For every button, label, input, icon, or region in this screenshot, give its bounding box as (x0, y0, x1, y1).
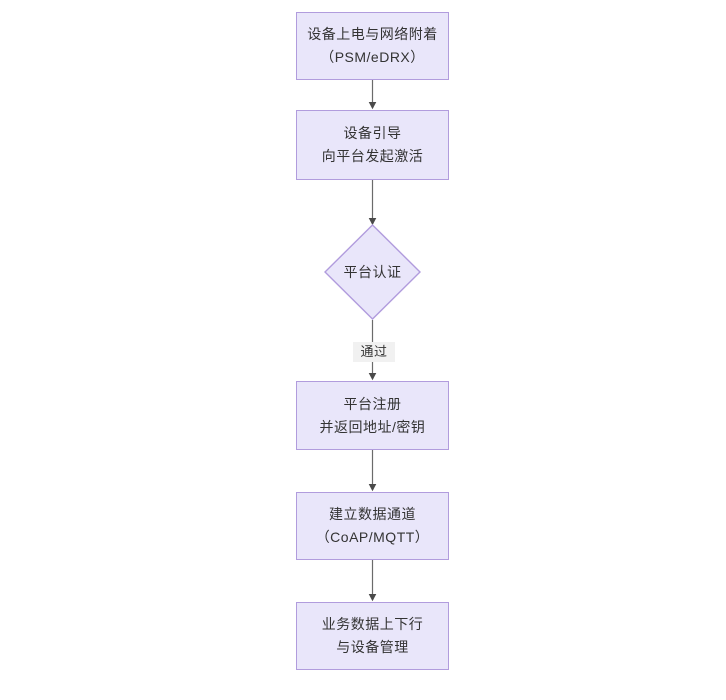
edge-label-pass: 通过 (353, 342, 395, 362)
node-line: 业务数据上下行 (321, 616, 424, 632)
node-line: 设备上电与网络附着 (307, 26, 438, 42)
node-line: 并返回地址/密钥 (319, 418, 426, 435)
node-establish-data-channel[interactable]: 建立数据通道 （CoAP/MQTT） (296, 492, 449, 560)
node-platform-auth-decision[interactable]: 平台认证 (324, 224, 421, 320)
node-line: （CoAP/MQTT） (315, 529, 430, 545)
node-line: 向平台发起激活 (321, 148, 424, 164)
node-device-power-on[interactable]: 设备上电与网络附着 （PSM/eDRX） (296, 12, 449, 80)
node-line: 建立数据通道 (329, 506, 416, 522)
node-line: 平台注册 (343, 395, 402, 412)
node-line: 与设备管理 (336, 639, 409, 655)
diamond-shape (324, 224, 421, 320)
node-line: 平台认证 (343, 264, 402, 280)
node-platform-register[interactable]: 平台注册 并返回地址/密钥 (296, 381, 449, 450)
node-line: （PSM/eDRX） (320, 49, 425, 65)
node-business-data-and-device-mgmt[interactable]: 业务数据上下行 与设备管理 (296, 602, 449, 670)
node-line: 设备引导 (343, 125, 402, 141)
node-device-bootstrap[interactable]: 设备引导 向平台发起激活 (296, 110, 449, 180)
